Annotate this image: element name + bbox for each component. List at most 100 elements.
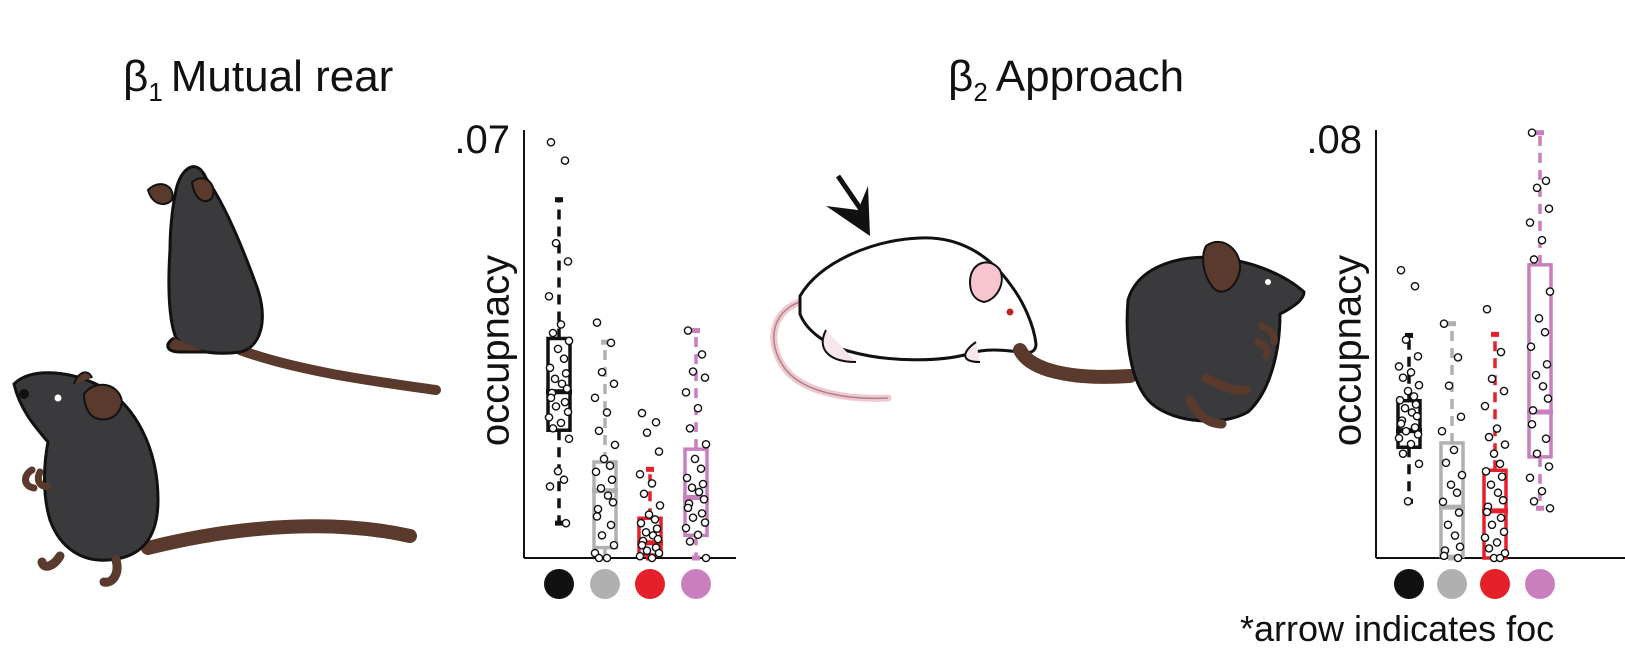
data-point xyxy=(602,408,612,417)
data-point xyxy=(1525,218,1535,227)
mouse-dark-icon xyxy=(1013,240,1306,429)
data-point xyxy=(607,475,617,485)
data-point xyxy=(1497,472,1507,481)
data-point xyxy=(1406,439,1416,449)
data-point xyxy=(594,553,604,563)
data-point xyxy=(1545,503,1555,513)
data-point xyxy=(1526,342,1536,351)
data-point xyxy=(1403,386,1413,396)
data-point xyxy=(685,424,695,433)
data-point xyxy=(605,461,615,470)
category-dot-pink xyxy=(1525,569,1555,599)
data-point xyxy=(596,483,606,493)
data-point xyxy=(642,546,652,555)
category-dot-black xyxy=(544,569,574,599)
data-point xyxy=(1540,327,1550,337)
data-point xyxy=(591,467,601,477)
data-point xyxy=(655,501,665,510)
data-point xyxy=(545,363,555,373)
data-point xyxy=(1414,459,1424,469)
data-point xyxy=(641,528,651,537)
data-point xyxy=(561,369,571,378)
panel1-boxplot xyxy=(523,130,736,599)
data-point xyxy=(1441,458,1451,468)
data-point xyxy=(1492,538,1502,547)
data-point xyxy=(1396,265,1406,275)
data-point xyxy=(1457,470,1467,480)
data-point xyxy=(1495,459,1505,469)
data-point xyxy=(564,434,574,444)
data-point xyxy=(697,350,707,359)
data-point xyxy=(606,338,616,348)
data-point xyxy=(647,479,657,488)
data-point xyxy=(688,513,698,522)
data-point xyxy=(1398,373,1408,383)
data-point xyxy=(701,553,711,563)
data-point xyxy=(1394,433,1404,443)
data-point xyxy=(651,417,661,427)
data-point xyxy=(557,379,567,389)
data-point xyxy=(590,393,600,403)
data-point xyxy=(642,428,652,437)
data-point xyxy=(650,515,660,524)
data-point xyxy=(1453,353,1463,362)
data-point xyxy=(700,518,710,527)
data-point xyxy=(564,336,574,346)
data-point xyxy=(560,397,570,407)
data-point xyxy=(1500,440,1510,449)
data-point xyxy=(544,413,554,422)
category-dot-gray xyxy=(590,569,620,599)
mouse-dark-rearing-icon xyxy=(146,165,441,395)
data-point xyxy=(1498,495,1508,505)
data-point xyxy=(1484,544,1494,553)
data-point xyxy=(1544,462,1554,471)
data-point xyxy=(556,320,566,329)
data-point xyxy=(563,407,573,417)
data-point xyxy=(1544,204,1554,213)
arrow-icon xyxy=(826,174,870,236)
panel1-title-subscript: 1 xyxy=(148,77,163,107)
data-point xyxy=(1413,430,1423,439)
data-point xyxy=(1525,473,1535,483)
data-point xyxy=(548,424,558,433)
data-point xyxy=(693,530,703,540)
data-point xyxy=(639,489,649,499)
data-point xyxy=(683,503,693,513)
data-point xyxy=(548,328,558,338)
data-point xyxy=(1410,281,1420,291)
data-point xyxy=(546,393,556,403)
data-point xyxy=(562,384,572,393)
data-point xyxy=(1395,395,1405,405)
data-point xyxy=(683,326,693,335)
data-point xyxy=(1454,508,1464,517)
data-point xyxy=(1537,486,1547,496)
panel2-boxplot xyxy=(1375,128,1625,599)
data-point xyxy=(693,403,703,413)
data-point xyxy=(610,440,620,450)
data-point xyxy=(1480,401,1490,411)
mouse-dark-sitting-icon xyxy=(12,371,417,587)
data-point xyxy=(681,523,691,533)
data-point xyxy=(1453,553,1463,563)
data-point xyxy=(685,537,695,546)
data-point xyxy=(1534,314,1544,323)
data-point xyxy=(1529,255,1539,264)
data-point xyxy=(1439,319,1449,328)
data-point xyxy=(1444,381,1454,391)
data-point xyxy=(1543,394,1553,403)
data-point xyxy=(1455,542,1465,552)
data-point xyxy=(1400,403,1410,413)
data-point xyxy=(1541,434,1551,443)
data-point xyxy=(1499,527,1509,537)
data-point xyxy=(1410,423,1420,432)
data-point xyxy=(1398,449,1408,458)
data-point xyxy=(698,479,708,489)
data-point xyxy=(556,418,566,428)
data-point xyxy=(606,520,616,530)
category-dot-red xyxy=(1480,569,1510,599)
data-point xyxy=(644,510,654,519)
footnote: *arrow indicates foc xyxy=(1240,608,1555,649)
panel1-title-text: Mutual rear xyxy=(170,52,394,101)
data-point xyxy=(1409,392,1419,401)
